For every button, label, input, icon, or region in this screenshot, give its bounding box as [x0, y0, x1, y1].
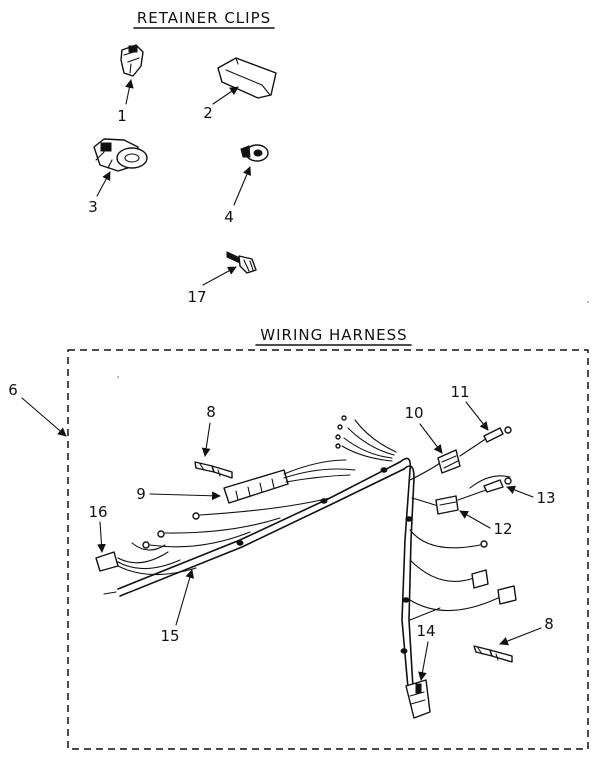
callout-2: 2 [203, 104, 213, 122]
callout-10: 10 [404, 404, 423, 422]
harness-boundary [67, 349, 589, 750]
leader-11 [465, 401, 489, 431]
scan-speck [587, 301, 589, 303]
callout-12: 12 [493, 520, 512, 538]
leader-16 [97, 521, 106, 553]
scan-speck [117, 376, 119, 378]
callout-13: 13 [536, 489, 555, 507]
leader-8-left [201, 422, 211, 457]
part-1-clip [120, 44, 144, 77]
callout-6: 6 [8, 381, 18, 399]
callout-3: 3 [88, 198, 98, 216]
part-17-clip [226, 251, 257, 274]
callout-17: 17 [187, 288, 206, 306]
leader-4 [233, 166, 251, 206]
leader-14 [418, 641, 429, 681]
leader-2 [212, 86, 239, 105]
callout-16: 16 [88, 503, 107, 521]
part-4-clip [240, 144, 269, 162]
callout-8-right: 8 [544, 615, 554, 633]
callout-9: 9 [136, 485, 146, 503]
leader-15 [175, 569, 195, 626]
retainer-clips-title: RETAINER CLIPS [137, 9, 271, 27]
part-2-clip [217, 57, 277, 99]
leader-3 [96, 171, 111, 197]
part-8-terminal-left [194, 461, 233, 479]
callout-1: 1 [117, 107, 127, 125]
leader-1 [125, 79, 134, 105]
callout-14: 14 [416, 622, 435, 640]
leader-17 [202, 266, 237, 286]
leader-10 [419, 423, 443, 454]
leader-13 [506, 485, 534, 498]
retainer-clips-heading: RETAINER CLIPS [133, 9, 275, 29]
part-8-terminal-right [473, 645, 513, 663]
wiring-harness [95, 415, 517, 719]
leader-9 [149, 491, 221, 501]
part-3-clip [93, 138, 148, 172]
leader-6 [21, 397, 67, 437]
leader-12 [459, 510, 491, 529]
callout-15: 15 [160, 627, 179, 645]
callout-4: 4 [224, 208, 234, 226]
callout-8-left: 8 [206, 403, 216, 421]
leader-8-right [499, 627, 542, 646]
callout-11: 11 [450, 383, 469, 401]
wiring-harness-heading: WIRING HARNESS [255, 326, 412, 346]
wiring-harness-title: WIRING HARNESS [260, 326, 407, 344]
